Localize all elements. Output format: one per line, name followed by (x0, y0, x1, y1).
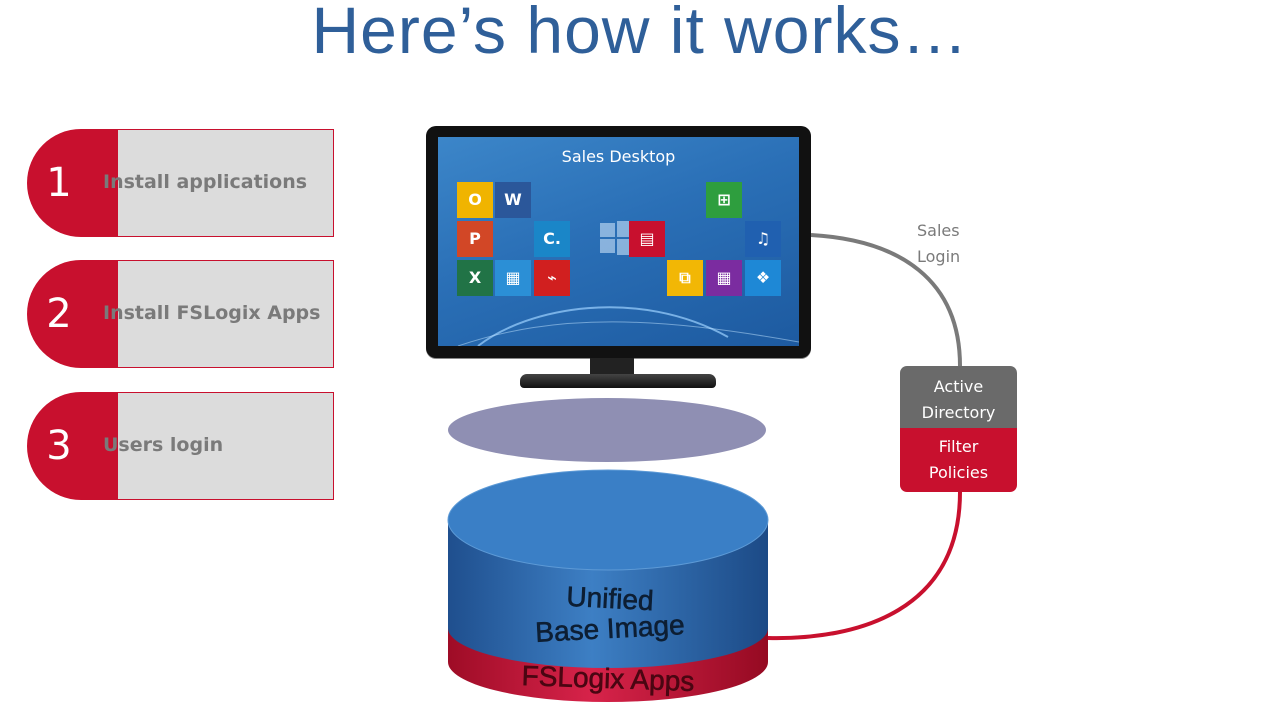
filter-disc (448, 398, 766, 462)
step-badge (27, 392, 118, 500)
sales-desktop-screen: Sales Desktop O W P X ▦ ⌁ C. ▤ ⊞ ♫ ⧉ ▦ ❖ (438, 137, 799, 346)
sales-login-label: Sales Login (917, 218, 960, 270)
news-icon: ▤ (629, 221, 665, 257)
step-box (89, 129, 334, 237)
cylinder-line-1: Unified (566, 581, 655, 617)
filter-policies-line-1: Filter (938, 437, 979, 456)
powerpoint-icon: P (457, 221, 493, 257)
music-icon: ♫ (745, 221, 781, 257)
active-directory-line-2: Directory (921, 403, 996, 422)
maps-icon: ▦ (706, 260, 742, 296)
step-number: 2 (46, 291, 72, 337)
step-label: Install FSLogix Apps (103, 302, 321, 324)
base-image-cylinder: Unified Base Image FSLogix Apps (447, 469, 769, 702)
active-directory-line-1: Active (933, 377, 984, 396)
cylinder-band-label: FSLogix Apps (521, 660, 695, 697)
sales-login-connector (810, 233, 962, 367)
step-label: Users login (103, 434, 224, 456)
step-2: 2 Install FSLogix Apps (27, 260, 336, 368)
acrobat-icon: ⌁ (534, 260, 570, 296)
step-3: 3 Users login (27, 392, 336, 500)
filter-policies-line-2: Policies (928, 463, 989, 482)
active-directory-box: Active Directory Filter Policies (900, 366, 1017, 492)
step-box (89, 260, 334, 368)
monitor-stand-neck (590, 358, 634, 376)
step-1: 1 Install applications (27, 129, 336, 237)
monitor: Sales Desktop O W P X ▦ ⌁ C. ▤ ⊞ ♫ ⧉ ▦ ❖ (426, 126, 811, 358)
dropbox-icon: ❖ (745, 260, 781, 296)
word-icon: W (495, 182, 531, 218)
step-badge (27, 129, 118, 237)
step-badge (27, 260, 118, 368)
cylinder-line-2: Base Image (535, 609, 686, 648)
step-number: 1 (46, 160, 72, 206)
step-number: 3 (46, 423, 72, 469)
vmware-icon: ⧉ (667, 260, 703, 296)
step-label: Install applications (103, 171, 308, 193)
step-box (89, 392, 334, 500)
sales-login-line-1: Sales (917, 221, 960, 240)
store-icon: ⊞ (706, 182, 742, 218)
excel-icon: X (457, 260, 493, 296)
page-title: Here’s how it works… (311, 0, 969, 67)
policy-connector (767, 491, 962, 641)
monitor-stand-base (520, 374, 716, 388)
filter-policies-section: Filter Policies (900, 428, 1017, 492)
outlook-icon: O (457, 182, 493, 218)
sales-login-line-2: Login (917, 247, 961, 266)
desktop-title: Sales Desktop (561, 147, 676, 166)
calculator-icon: ▦ (495, 260, 531, 296)
ccleaner-icon: C. (534, 221, 570, 257)
active-directory-section: Active Directory (900, 366, 1017, 428)
